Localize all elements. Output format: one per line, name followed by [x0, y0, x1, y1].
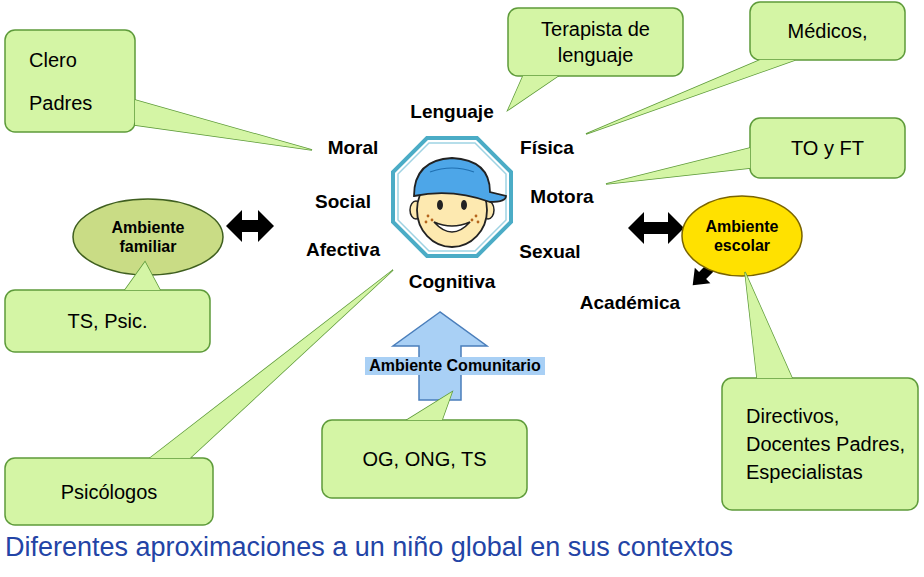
- octagon-frame: [393, 138, 511, 256]
- context-ellipse: Ambiente escolar: [682, 196, 802, 276]
- callout-tail: [745, 272, 792, 378]
- callout-body: [322, 420, 527, 498]
- dimension-label: Académica: [580, 292, 680, 314]
- freckle: [475, 215, 478, 218]
- dimension-label: Afectiva: [306, 239, 380, 261]
- dimension-label: Física: [520, 137, 574, 159]
- context-ellipse: Ambiente familiar: [73, 199, 223, 275]
- node-text: Ambiente escolar: [696, 217, 788, 255]
- callout-box: Médicos,: [750, 2, 905, 60]
- node-outline: [5, 30, 135, 132]
- octagon-inner: [398, 143, 506, 251]
- callout-body: [722, 378, 918, 510]
- eye: [437, 200, 443, 210]
- dimension-label: Moral: [328, 137, 379, 159]
- ellipse-text-box: Ambiente familiar: [73, 199, 223, 275]
- node-text: Directivos, Docentes Padres, Especialist…: [746, 402, 908, 486]
- callout-text-box: Médicos,: [750, 2, 905, 60]
- node-text: Ambiente Comunitario: [365, 357, 545, 375]
- node-text: Psicólogos: [61, 479, 158, 505]
- callout-tail: [407, 392, 452, 420]
- freckle: [477, 221, 480, 224]
- node-text: Padres: [29, 89, 92, 117]
- node-outline: [682, 196, 802, 276]
- callout-joint: [125, 262, 160, 290]
- callout-text-box: Directivos, Docentes Padres, Especialist…: [722, 378, 918, 510]
- node-text: Médicos,: [787, 18, 867, 44]
- callout-text-box: CleroPadres: [5, 30, 135, 132]
- callout-body: [750, 118, 905, 178]
- freckle: [427, 215, 430, 218]
- callout-tail: [125, 262, 160, 290]
- dimension-label: Lenguaje: [410, 101, 493, 123]
- freckle: [425, 221, 428, 224]
- callout-text-box: TS, Psic.: [5, 290, 210, 352]
- callout-box: TO y FT: [750, 118, 905, 178]
- node-text: Ambiente familiar: [93, 218, 203, 256]
- callout-body: [5, 458, 213, 525]
- callout-tail: [606, 148, 750, 184]
- callout-box: CleroPadres: [5, 30, 135, 132]
- callout-tail: [135, 100, 312, 150]
- callout-box: Directivos, Docentes Padres, Especialist…: [722, 378, 918, 510]
- callout-body: [508, 8, 683, 76]
- dimension-label: Social: [315, 191, 371, 213]
- callout-body: [5, 290, 210, 352]
- double-arrow: [628, 212, 684, 244]
- double-arrow: [226, 210, 274, 242]
- callout-body: [5, 30, 135, 132]
- eye: [461, 200, 467, 210]
- freckle: [471, 219, 474, 222]
- node-text: TO y FT: [791, 135, 864, 161]
- callout-box: Terapista de lenguaje: [508, 8, 683, 76]
- caption: Diferentes aproximaciones a un niño glob…: [5, 532, 733, 563]
- callout-joint: [135, 100, 312, 150]
- node-outline: [73, 199, 223, 275]
- callout-text-box: OG, ONG, TS: [322, 420, 527, 498]
- callout-joint: [745, 272, 792, 378]
- callout-joint: [508, 76, 558, 110]
- callout-body: [750, 2, 905, 60]
- node-text: Clero: [29, 46, 77, 74]
- callout-tail: [508, 76, 558, 110]
- callout-text-box: TO y FT: [750, 118, 905, 178]
- ellipse-text-box: Ambiente escolar: [682, 196, 802, 276]
- callout-box: TS, Psic.: [5, 290, 210, 352]
- freckle: [431, 219, 434, 222]
- dimension-label: Cognitiva: [409, 271, 496, 293]
- callout-joint: [407, 392, 452, 420]
- callout-text-box: Terapista de lenguaje: [508, 8, 683, 76]
- community-arrow: [393, 312, 487, 400]
- callout-joint: [606, 148, 750, 184]
- callout-box: OG, ONG, TS: [322, 420, 527, 498]
- callout-text-box: Psicólogos: [5, 458, 213, 525]
- smile: [434, 222, 470, 232]
- node-text: TS, Psic.: [67, 308, 147, 334]
- dimension-label: Sexual: [519, 241, 580, 263]
- node-text: OG, ONG, TS: [362, 446, 486, 472]
- context-ellipse-shape: [73, 199, 223, 275]
- context-ellipse-shape: [682, 196, 802, 276]
- callout-box: Psicólogos: [5, 458, 213, 525]
- cap-seam: [430, 168, 474, 172]
- cap: [414, 158, 506, 202]
- node-text: Terapista de lenguaje: [518, 16, 673, 68]
- dimension-label: Motora: [530, 186, 593, 208]
